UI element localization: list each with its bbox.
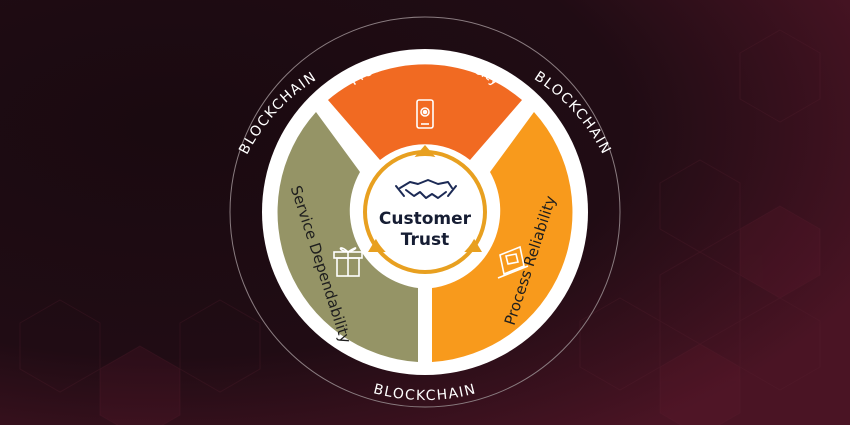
ring-label-bottom: BLOCKCHAIN <box>372 381 478 404</box>
arrow-up-icon <box>412 145 438 160</box>
center-disc <box>369 156 481 268</box>
gift-box-icon <box>333 247 363 277</box>
hexagon-fills <box>100 206 820 425</box>
laptop-cart-icon <box>497 245 529 279</box>
center-title-line1: Customer <box>379 209 472 229</box>
outer-ring <box>229 16 621 408</box>
smartphone-icon <box>416 99 434 129</box>
segment-process-reliability[interactable] <box>432 112 573 362</box>
segment-service-dependability[interactable] <box>277 112 418 362</box>
hexagon-pattern <box>19 29 821 425</box>
center-title-line2: Trust <box>401 230 449 250</box>
handshake-icon <box>395 179 457 199</box>
